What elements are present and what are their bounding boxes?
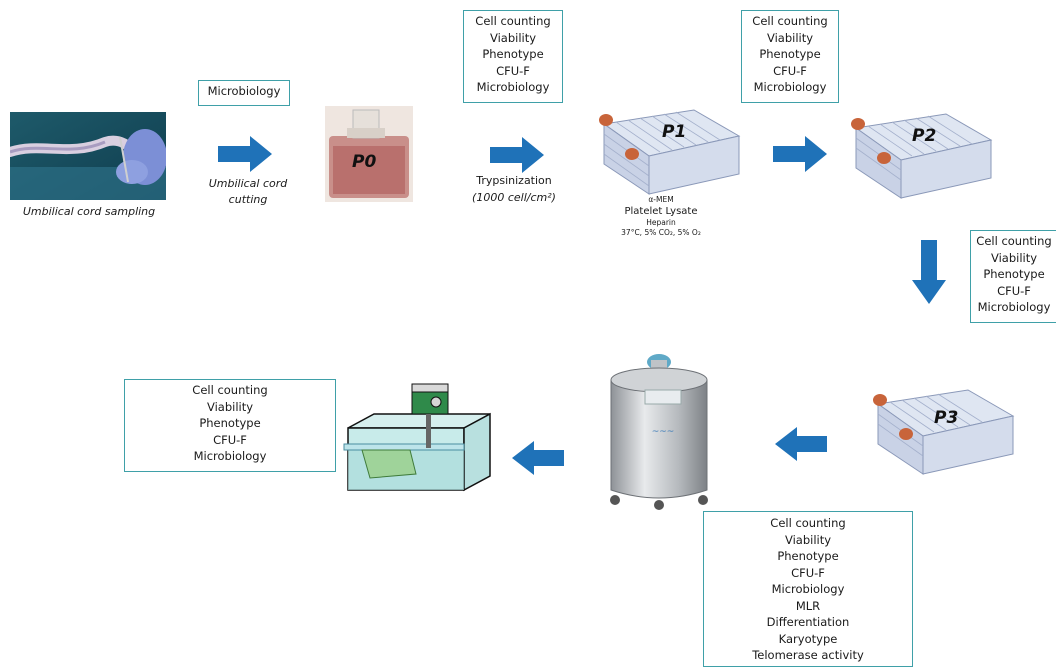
qc-item: Microbiology — [753, 80, 827, 94]
qc-item: Viability — [784, 532, 832, 547]
qc-item: Cell counting — [192, 383, 268, 397]
cutting-caption-line1: Umbilical cord — [208, 177, 288, 190]
qc-item: Viability — [990, 250, 1038, 265]
p2-label: P2 — [912, 126, 937, 146]
arrow-right-icon — [218, 136, 272, 172]
qc-box-thaw: Cell counting Viability Phenotype CFU-F … — [124, 379, 336, 472]
qc-item: Viability — [206, 399, 254, 414]
medium-line: Platelet Lysate — [624, 206, 698, 217]
qc-item: CFU-F — [773, 63, 807, 78]
p0-culture-flask — [325, 106, 413, 202]
qc-item: Differentiation — [766, 615, 850, 629]
qc-item: Cell counting — [475, 14, 551, 28]
p1-cell-factory-flask-icon — [599, 109, 741, 195]
trypsin-caption-line2: (1000 cell/cm²) — [472, 191, 556, 204]
qc-item: Phenotype — [482, 47, 544, 61]
medium-line: Heparin — [646, 218, 676, 227]
qc-item: Microbiology — [193, 449, 267, 463]
qc-item: CFU-F — [496, 63, 530, 78]
qc-box-cryo: Cell counting Viability Phenotype CFU-F … — [703, 511, 913, 667]
medium-line: α-MEM — [648, 195, 674, 204]
qc-item: MLR — [795, 598, 821, 613]
qc-box-after-p1: Cell counting Viability Phenotype CFU-F … — [741, 10, 839, 103]
qc-item: Microbiology — [207, 84, 281, 98]
qc-box-after-p0: Cell counting Viability Phenotype CFU-F … — [463, 10, 563, 103]
cutting-caption-line2: cutting — [228, 193, 268, 206]
qc-item: Phenotype — [983, 267, 1045, 281]
qc-item: CFU-F — [791, 565, 825, 580]
p1-medium: α-MEM Platelet Lysate Heparin 37°C, 5% C… — [605, 195, 717, 238]
trypsin-caption: Trypsinization (1000 cell/cm²) — [456, 172, 572, 206]
qc-box-cutting: Microbiology — [198, 80, 290, 106]
trypsin-caption-line1: Trypsinization — [476, 174, 552, 187]
water-bath-icon — [343, 383, 491, 492]
qc-item: CFU-F — [997, 283, 1031, 298]
umbilical-cord-photo — [5, 112, 167, 200]
qc-item: Microbiology — [476, 80, 550, 94]
arrow-right-icon — [490, 137, 544, 173]
qc-item: Microbiology — [771, 582, 845, 596]
qc-item: Cell counting — [770, 516, 846, 530]
qc-item: Phenotype — [199, 416, 261, 430]
qc-item: Cell counting — [752, 14, 828, 28]
qc-item: Microbiology — [977, 300, 1051, 314]
qc-item: Telomerase activity — [752, 648, 864, 662]
qc-item: CFU-F — [213, 432, 247, 447]
qc-box-after-p2: Cell counting Viability Phenotype CFU-F … — [970, 230, 1056, 323]
p3-cell-factory-flask-icon — [873, 389, 1015, 475]
qc-item: Phenotype — [777, 549, 839, 563]
sampling-caption: Umbilical cord sampling — [22, 205, 156, 218]
svg-text:~~~: ~~~ — [652, 427, 675, 437]
qc-item: Phenotype — [759, 47, 821, 61]
qc-item: Karyotype — [778, 631, 838, 646]
arrow-down-icon — [912, 240, 946, 304]
qc-item: Cell counting — [976, 234, 1052, 248]
p1-label: P1 — [662, 122, 687, 142]
p3-label: P3 — [934, 408, 959, 428]
p2-cell-factory-flask-icon — [851, 113, 993, 199]
qc-item: Viability — [489, 30, 537, 45]
cutting-caption: Umbilical cord cutting — [196, 176, 300, 208]
arrow-left-icon — [775, 427, 827, 461]
arrow-left-icon — [512, 441, 564, 475]
cryo-tank-icon: ~~~ — [610, 354, 708, 510]
p0-label: P0 — [352, 152, 377, 172]
arrow-right-icon — [773, 136, 827, 172]
medium-line: 37°C, 5% CO₂, 5% O₂ — [621, 228, 701, 237]
qc-item: Viability — [766, 30, 814, 45]
